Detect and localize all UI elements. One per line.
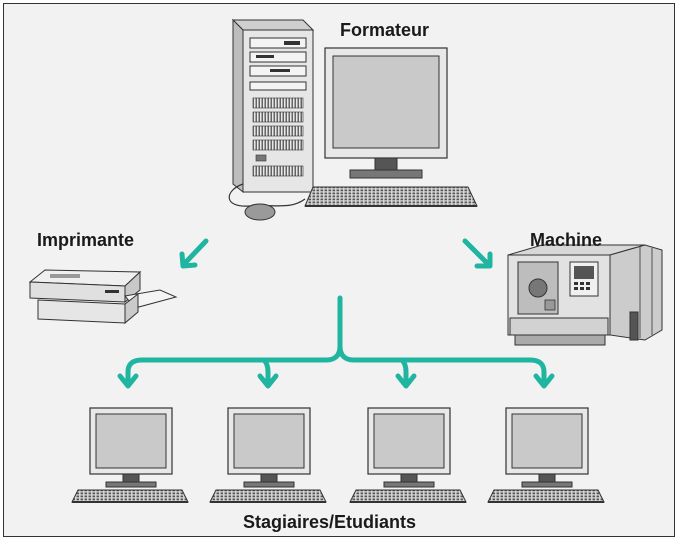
student-workstation-4 xyxy=(487,407,605,503)
bus-right xyxy=(337,343,547,385)
bus-left xyxy=(125,295,343,385)
arrow-to-machine-head xyxy=(474,251,493,269)
tower-pc-icon xyxy=(231,18,315,194)
label-students: Stagiaires/Etudiants xyxy=(243,512,417,532)
label-machine: Machine xyxy=(530,230,603,250)
label-printer: Imprimante xyxy=(37,230,135,250)
monitor-icon xyxy=(324,47,448,179)
keyboard-icon xyxy=(349,489,467,503)
keyboard-icon xyxy=(487,489,605,503)
cnc-machine-icon xyxy=(507,244,663,346)
arrow-head-1 xyxy=(117,373,139,389)
printer-icon xyxy=(28,269,178,325)
keyboard-icon xyxy=(209,489,327,503)
arrow-head-3 xyxy=(395,373,417,389)
arrow-to-printer-head xyxy=(179,251,198,269)
mouse-icon xyxy=(228,183,306,221)
arrow-to-machine xyxy=(462,238,489,265)
student-workstation-3 xyxy=(349,407,467,503)
arrow-head-4 xyxy=(533,373,555,389)
label-trainer: Formateur xyxy=(340,20,430,40)
student-workstation-1 xyxy=(71,407,189,503)
drop-2 xyxy=(261,357,271,385)
keyboard-icon xyxy=(304,186,478,207)
arrow-to-printer xyxy=(183,238,209,265)
connection-arrows xyxy=(117,238,555,389)
student-workstation-2 xyxy=(209,407,327,503)
keyboard-icon xyxy=(71,489,189,503)
arrow-head-2 xyxy=(257,373,279,389)
drop-3 xyxy=(399,357,409,385)
